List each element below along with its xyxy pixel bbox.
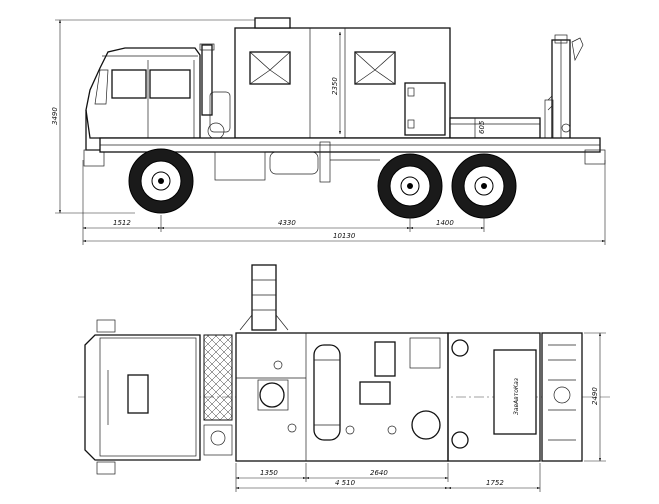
rear-axle-spacing-label: 1400	[436, 219, 454, 227]
cab-top	[84, 319, 201, 475]
generator-unit	[411, 410, 441, 440]
middle-section-label: 2640	[370, 469, 388, 477]
rear-bumper	[584, 149, 606, 165]
crane-top	[541, 332, 583, 462]
top-view: ЗавАвтоКаз 1350 2640 1752 4 510	[78, 264, 610, 492]
loader-crane	[544, 34, 584, 153]
top-view-dimensions: 1350 2640 1752 4 510 2490	[235, 332, 606, 492]
overall-height-label: 3490	[51, 107, 59, 125]
roof-hatch	[127, 374, 149, 414]
roof-vent	[254, 17, 291, 29]
workbench	[359, 381, 391, 405]
overall-width-label: 2490	[591, 387, 599, 405]
chassis-frame	[99, 137, 606, 183]
left-section-label: 1350	[260, 469, 278, 477]
front-bumper	[83, 149, 105, 167]
equipment-body: 2350	[234, 17, 451, 139]
body-length-label: 4 510	[335, 479, 356, 487]
side-view: 3490	[51, 17, 606, 245]
overall-height-dimension: 3490	[51, 19, 275, 214]
mirror-right	[96, 461, 116, 475]
body-door	[404, 82, 446, 136]
rear-wheel-2	[451, 153, 517, 219]
platform-small-label: 605	[478, 120, 486, 134]
fuel-tank	[214, 151, 266, 181]
mirror-left	[96, 319, 116, 333]
body-window-right	[354, 51, 396, 85]
exhaust-stack	[201, 44, 213, 116]
body-height-label: 2350	[331, 77, 339, 95]
body-top	[235, 332, 449, 462]
front-overhang-label: 1512	[113, 219, 131, 227]
front-wheel	[128, 148, 194, 214]
rear-section-label: 1752	[486, 479, 504, 487]
rear-platform-top: ЗавАвтоКаз	[447, 332, 541, 462]
round-unit	[259, 382, 285, 408]
side-tank	[269, 151, 319, 175]
rear-panel	[493, 349, 537, 435]
cylinder-tank	[313, 344, 341, 441]
air-filter	[209, 91, 231, 133]
wheelbase-label: 4330	[278, 219, 296, 227]
spare-wheel-top	[203, 334, 233, 456]
rear-panel-label: ЗавАвтоКаз	[513, 378, 520, 415]
rear-wheel-1	[377, 153, 443, 219]
cabinet-unit	[374, 341, 396, 377]
truck-cab	[83, 43, 231, 167]
overall-length-label: 10130	[333, 232, 356, 240]
cab-side-window	[111, 69, 147, 99]
crane-boom-top	[239, 264, 289, 331]
body-window-left	[249, 51, 291, 85]
cab-door-window	[149, 69, 191, 99]
rear-platform: 605	[449, 117, 541, 139]
side-length-dimensions: 1512 4330 1400 10130	[82, 160, 606, 245]
